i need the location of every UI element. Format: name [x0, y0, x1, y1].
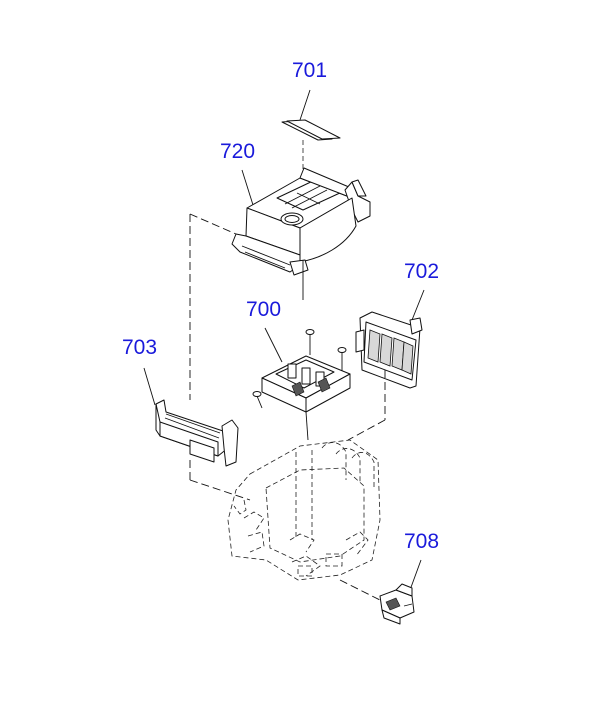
- carriage-frame: [227, 439, 381, 581]
- leader-700: [264, 327, 283, 363]
- callout-720: 720: [220, 140, 256, 163]
- screw-3: [252, 391, 263, 409]
- part-701-strip: [281, 119, 341, 195]
- screw-1: [305, 329, 315, 355]
- part-703-holder: [155, 399, 251, 501]
- callout-702: 702: [404, 260, 440, 283]
- callout-700: 700: [246, 298, 282, 321]
- part-700-printhead: [252, 329, 351, 441]
- callout-703: 703: [122, 336, 158, 359]
- leader-701: [299, 89, 311, 121]
- leader-702: [411, 289, 425, 321]
- leader-708: [409, 559, 422, 591]
- part-702-bracket: [347, 311, 423, 441]
- callout-708: 708: [404, 530, 440, 553]
- part-720-cover: [231, 167, 371, 300]
- screw-2: [337, 347, 347, 372]
- guide-720-left: [189, 213, 237, 235]
- leader-703: [143, 367, 156, 406]
- callout-701: 701: [292, 59, 328, 82]
- part-708-lever: [379, 583, 415, 625]
- leader-720: [241, 169, 254, 206]
- guide-708: [339, 579, 381, 601]
